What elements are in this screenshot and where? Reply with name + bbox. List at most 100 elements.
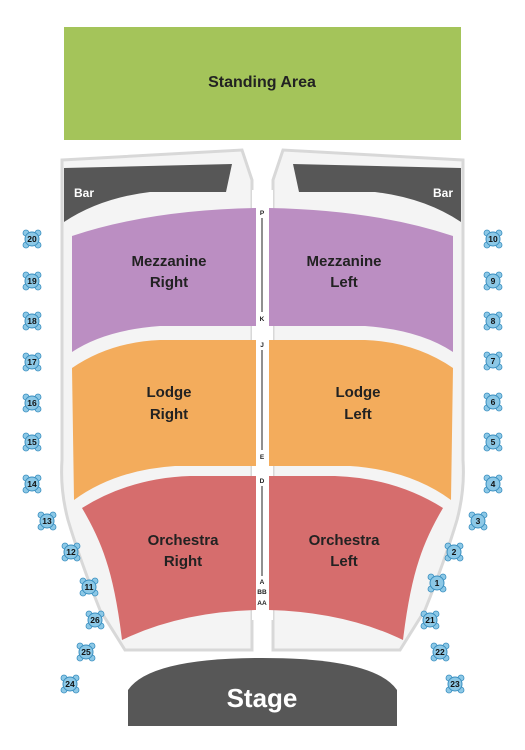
table-10[interactable]: 10	[483, 229, 503, 249]
table-top	[432, 644, 448, 660]
row-d-label: D	[260, 478, 265, 485]
table-7[interactable]: 7	[483, 351, 503, 371]
table-top	[24, 395, 40, 411]
mezzanine-right-line2: Right	[150, 274, 188, 291]
table-26[interactable]: 26	[85, 610, 105, 630]
table-top	[485, 273, 501, 289]
table-number: 8	[491, 316, 496, 326]
table-25[interactable]: 25	[76, 642, 96, 662]
table-number: 4	[491, 479, 496, 489]
table-number: 15	[27, 437, 37, 447]
table-top	[81, 579, 97, 595]
table-top	[446, 544, 462, 560]
section-mezzanine-left[interactable]: Mezzanine Left	[269, 208, 453, 352]
row-k-label: K	[260, 316, 265, 323]
lodge-right-line2: Right	[150, 406, 188, 423]
table-top	[429, 575, 445, 591]
row-bb-label: BB	[257, 589, 267, 596]
table-3[interactable]: 3	[468, 511, 488, 531]
table-9[interactable]: 9	[483, 271, 503, 291]
section-lodge-right[interactable]: Lodge Right	[72, 340, 256, 500]
table-18[interactable]: 18	[22, 311, 42, 331]
section-orchestra-left[interactable]: Orchestra Left	[269, 476, 443, 640]
table-top	[24, 354, 40, 370]
section-lodge-left[interactable]: Lodge Left	[269, 340, 453, 500]
table-11[interactable]: 11	[79, 577, 99, 597]
orchestra-left-line2: Left	[330, 553, 358, 570]
orchestra-left-line1: Orchestra	[309, 532, 381, 549]
table-14[interactable]: 14	[22, 474, 42, 494]
table-number: 24	[65, 679, 75, 689]
table-20[interactable]: 20	[22, 229, 42, 249]
table-12[interactable]: 12	[61, 542, 81, 562]
orchestra-right-line1: Orchestra	[148, 532, 220, 549]
table-top	[447, 676, 463, 692]
row-p-label: P	[260, 210, 265, 217]
table-number: 12	[66, 547, 76, 557]
table-number: 26	[90, 615, 100, 625]
table-top	[470, 513, 486, 529]
table-13[interactable]: 13	[37, 511, 57, 531]
table-number: 18	[27, 316, 37, 326]
mezzanine-left-line2: Left	[330, 274, 358, 291]
lodge-right-line1: Lodge	[147, 384, 192, 401]
table-1[interactable]: 1	[427, 573, 447, 593]
table-top	[78, 644, 94, 660]
table-top	[24, 273, 40, 289]
table-top	[485, 231, 501, 247]
table-number: 10	[488, 234, 498, 244]
table-8[interactable]: 8	[483, 311, 503, 331]
tables-layer: 2019181716151413121126252410987654321212…	[22, 229, 503, 694]
table-top	[39, 513, 55, 529]
table-top	[24, 231, 40, 247]
table-top	[485, 476, 501, 492]
table-15[interactable]: 15	[22, 432, 42, 452]
section-orchestra-right[interactable]: Orchestra Right	[82, 476, 256, 640]
table-16[interactable]: 16	[22, 393, 42, 413]
table-top	[485, 313, 501, 329]
stage[interactable]: Stage	[128, 658, 397, 726]
table-top	[485, 394, 501, 410]
table-number: 16	[27, 398, 37, 408]
table-5[interactable]: 5	[483, 432, 503, 452]
bar-left[interactable]: Bar	[64, 164, 232, 222]
table-24[interactable]: 24	[60, 674, 80, 694]
table-number: 6	[491, 397, 496, 407]
standing-area-label: Standing Area	[208, 74, 316, 91]
table-2[interactable]: 2	[444, 542, 464, 562]
table-22[interactable]: 22	[430, 642, 450, 662]
table-top	[485, 353, 501, 369]
table-number: 17	[27, 357, 37, 367]
stage-label: Stage	[227, 683, 298, 713]
table-number: 3	[476, 516, 481, 526]
lodge-left-line2: Left	[344, 406, 372, 423]
lodge-left-line1: Lodge	[336, 384, 381, 401]
table-17[interactable]: 17	[22, 352, 42, 372]
bar-left-label: Bar	[74, 186, 94, 200]
table-19[interactable]: 19	[22, 271, 42, 291]
standing-area[interactable]: Standing Area	[64, 27, 461, 140]
bar-right-label: Bar	[433, 186, 453, 200]
table-21[interactable]: 21	[420, 610, 440, 630]
table-6[interactable]: 6	[483, 392, 503, 412]
table-number: 25	[81, 647, 91, 657]
row-j-label: J	[260, 342, 264, 349]
row-aa-label: AA	[257, 600, 267, 607]
table-number: 23	[450, 679, 460, 689]
table-top	[24, 434, 40, 450]
table-number: 20	[27, 234, 37, 244]
table-number: 7	[491, 356, 496, 366]
table-number: 9	[491, 276, 496, 286]
section-mezzanine-right[interactable]: Mezzanine Right	[72, 208, 256, 352]
mezzanine-left-line1: Mezzanine	[306, 253, 381, 270]
table-top	[62, 676, 78, 692]
table-number: 1	[435, 578, 440, 588]
table-number: 2	[452, 547, 457, 557]
table-number: 22	[435, 647, 445, 657]
bar-right[interactable]: Bar	[293, 164, 461, 222]
table-number: 13	[42, 516, 52, 526]
table-number: 19	[27, 276, 37, 286]
table-4[interactable]: 4	[483, 474, 503, 494]
table-23[interactable]: 23	[445, 674, 465, 694]
